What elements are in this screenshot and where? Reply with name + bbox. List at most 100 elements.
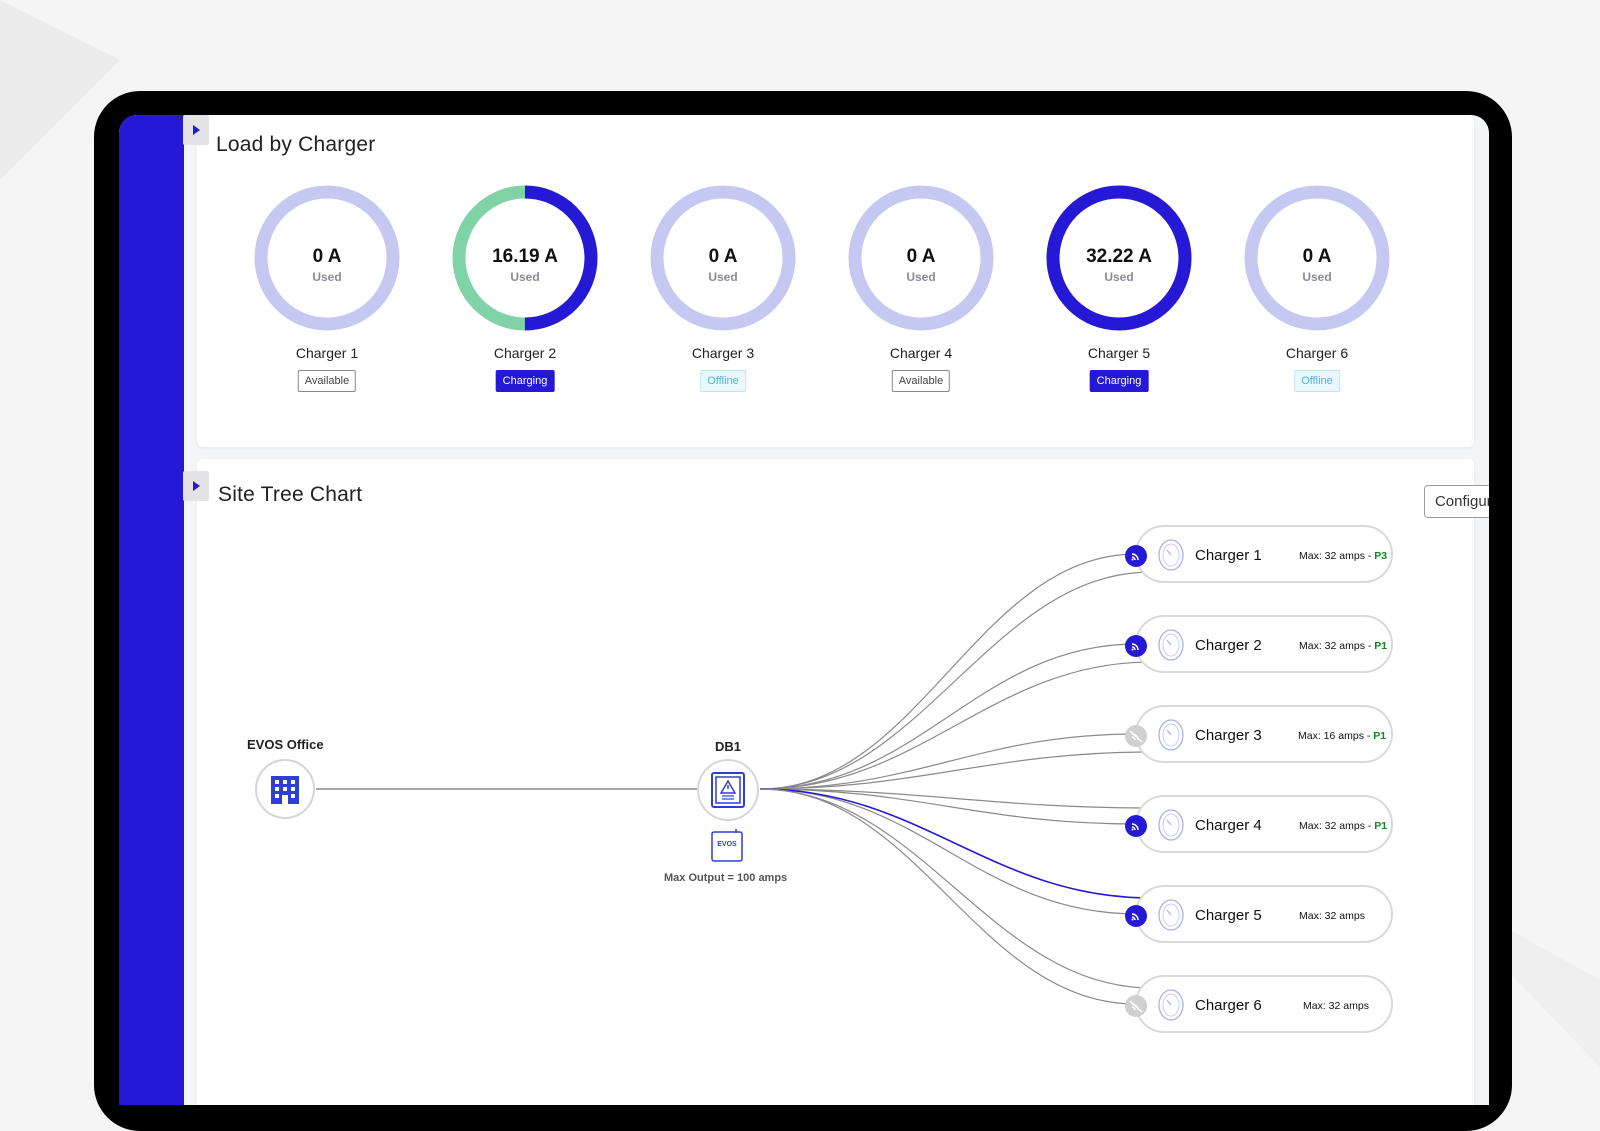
gauge-ring	[848, 185, 994, 331]
gauge-ring	[254, 185, 400, 331]
charger-node[interactable]: Charger 6 Max: 32 amps	[1125, 975, 1393, 1033]
status-badge: Offline	[1294, 370, 1340, 392]
gauge-ring	[1046, 185, 1192, 331]
gauge-value: 0 A	[708, 246, 738, 267]
charger-device-icon	[1158, 629, 1184, 661]
site-node[interactable]	[255, 759, 315, 819]
charger-name: Charger 4	[889, 345, 953, 361]
gauge-used-label: Used	[1104, 270, 1134, 284]
db-to-charger-link	[759, 788, 1138, 825]
db-node[interactable]	[697, 759, 759, 821]
wifi-off-icon	[1125, 995, 1147, 1017]
connection-status-icon	[1125, 545, 1147, 567]
charger-device-icon	[1158, 719, 1184, 751]
db-to-charger-link	[759, 788, 1138, 1005]
charger-node-name: Charger 6	[1195, 997, 1262, 1014]
charger-node-name: Charger 3	[1195, 727, 1262, 744]
charger-max-info: Max: 32 amps	[1299, 910, 1365, 922]
db-to-charger-link	[759, 751, 1152, 790]
db-to-charger-link	[759, 643, 1138, 790]
db-to-charger-link	[759, 661, 1152, 790]
connection-status-icon	[1125, 905, 1147, 927]
configure-button[interactable]: Configure	[1424, 485, 1489, 518]
charger-node-name: Charger 2	[1195, 637, 1262, 654]
building-icon	[271, 776, 299, 804]
caret-right-icon	[192, 481, 200, 491]
charger-name: Charger 5	[1087, 345, 1151, 361]
collapse-load-panel-button[interactable]	[183, 115, 209, 145]
evos-device: EVOS	[710, 829, 744, 863]
gauge-value: 0 A	[312, 246, 342, 267]
distribution-board-icon	[711, 772, 745, 808]
charger-priority: P1	[1374, 820, 1388, 832]
db-to-charger-link	[759, 788, 1152, 809]
db-node-label: DB1	[715, 739, 742, 754]
tree-connections	[316, 553, 1152, 1005]
charger-name: Charger 6	[1285, 345, 1349, 361]
status-badge: Offline	[700, 370, 746, 392]
wifi-icon	[1125, 815, 1147, 837]
status-badge: Available	[891, 370, 951, 392]
gauge-used-label: Used	[1302, 270, 1332, 284]
charger-max-info: Max: 32 amps - P3	[1299, 550, 1388, 562]
charger-max-amps: Max: 32 amps	[1303, 1000, 1369, 1012]
gauge-used-label: Used	[708, 270, 738, 284]
status-badge: Charging	[1089, 370, 1149, 392]
db-to-charger-link	[759, 733, 1138, 790]
connection-status-icon	[1125, 815, 1147, 837]
site-tree-chart-panel: Site Tree Chart Configure EVOS Office	[183, 459, 1489, 1105]
gauge-value: 32.22 A	[1086, 246, 1152, 267]
charger-max-info: Max: 32 amps	[1303, 1000, 1369, 1012]
charger-max-amps: Max: 32 amps	[1299, 910, 1365, 922]
charger-node[interactable]: Charger 5 Max: 32 amps	[1125, 885, 1393, 943]
site-node-label: EVOS Office	[247, 737, 324, 752]
sidebar	[119, 115, 184, 1105]
charger-priority: P1	[1373, 730, 1387, 742]
db-to-charger-link	[759, 788, 1138, 915]
status-badge: Available	[297, 370, 357, 392]
db-to-charger-link	[759, 571, 1152, 790]
connection-status-icon	[1125, 995, 1147, 1017]
charger-max-amps: Max: 32 amps	[1299, 820, 1365, 832]
charger-name: Charger 3	[691, 345, 755, 361]
charger-priority: P1	[1374, 640, 1388, 652]
charger-name: Charger 1	[295, 345, 359, 361]
charger-max-info: Max: 32 amps - P1	[1299, 820, 1388, 832]
connection-status-icon	[1125, 635, 1147, 657]
charger-priority: P3	[1374, 550, 1388, 562]
gauge-ring	[1244, 185, 1390, 331]
gauge-used-label: Used	[906, 270, 936, 284]
charger-name: Charger 2	[493, 345, 557, 361]
charger-device-icon	[1158, 989, 1184, 1021]
wifi-icon	[1125, 545, 1147, 567]
charger-max-amps: Max: 32 amps	[1299, 640, 1365, 652]
charger-device-icon	[1158, 899, 1184, 931]
charger-max-info: Max: 16 amps - P1	[1298, 730, 1387, 742]
wifi-icon	[1125, 905, 1147, 927]
charger-node-name: Charger 1	[1195, 547, 1262, 564]
charger-max-amps: Max: 16 amps	[1298, 730, 1364, 742]
collapse-tree-panel-button[interactable]	[183, 471, 209, 501]
charger-node-name: Charger 5	[1195, 907, 1262, 924]
gauge-ring	[650, 185, 796, 331]
charger-node[interactable]: Charger 3 Max: 16 amps - P1	[1125, 705, 1393, 763]
db-to-charger-link	[759, 553, 1138, 790]
configure-label: Configure	[1434, 493, 1489, 510]
charger-node[interactable]: Charger 1 Max: 32 amps - P3	[1125, 525, 1393, 583]
wifi-off-icon	[1125, 725, 1147, 747]
charger-max-amps: Max: 32 amps	[1299, 550, 1365, 562]
gauge-used-label: Used	[510, 270, 540, 284]
gauge-value: 0 A	[1302, 246, 1332, 267]
charger-device-icon	[1158, 809, 1184, 841]
evos-device-label: EVOS	[717, 841, 737, 848]
gauge-value: 16.19 A	[492, 246, 558, 267]
